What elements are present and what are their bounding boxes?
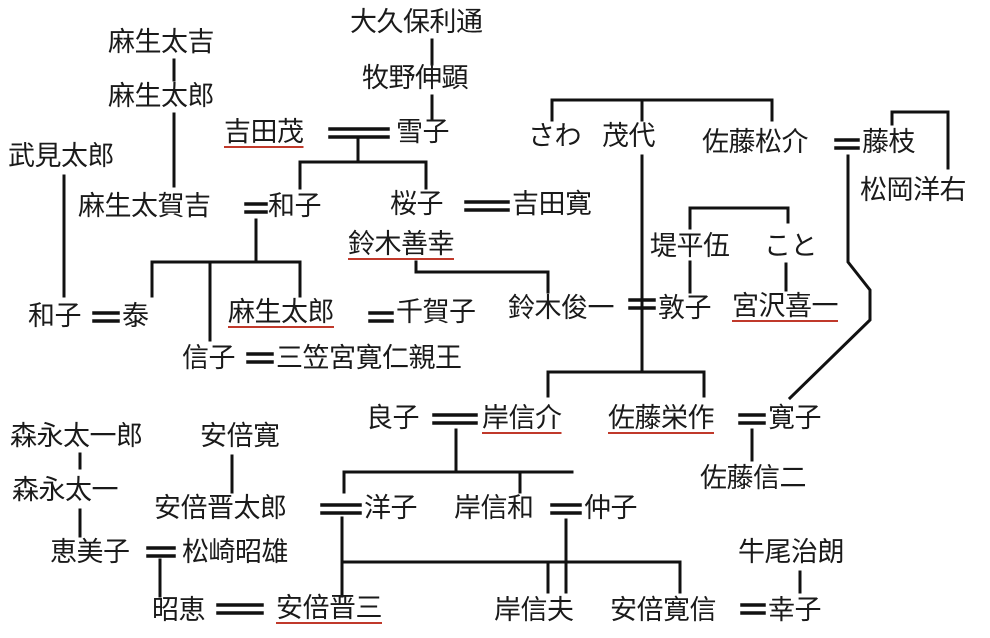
person-yoshida-hiroshi: 吉田寛 [512,189,592,220]
person-sakurako: 桜子 [390,189,444,220]
person-akie: 昭恵 [152,595,206,626]
person-sachiko: 幸子 [768,595,822,626]
person-abe-shintaro: 安倍晋太郎 [154,493,287,524]
person-emiko: 恵美子 [50,537,130,568]
person-morinaga-taichi: 森永太一 [12,475,119,506]
person-matsuoka-yosuke: 松岡洋右 [860,175,967,206]
person-kazuko-takemi: 和子 [28,301,82,332]
person-kishi-nobusuke: 岸信介 [482,403,562,434]
person-tsutsumi-heigo: 堤平伍 [650,231,730,262]
person-aso-takakichi: 麻生太賀吉 [78,191,211,222]
person-kishi-nobukazu: 岸信和 [454,493,534,524]
person-takemi-taro: 武見太郎 [8,141,115,172]
person-nobuko: 信子 [182,343,236,374]
person-suzuki-zenko: 鈴木善幸 [348,229,455,260]
person-aso-taro: 麻生太郎 [228,297,335,328]
person-kazuko-yoshida: 和子 [268,191,322,222]
person-sawa: さわ [528,121,582,152]
person-yoshida-shigeru: 吉田茂 [224,117,304,148]
person-ushio-jiro: 牛尾治朗 [738,537,845,568]
person-abe-kan: 安倍寛 [200,421,280,452]
person-kishi-nobuo: 岸信夫 [494,595,574,626]
line-matsusuke-to-hiroko [787,154,872,401]
person-makino-nobuaki: 牧野伸顕 [362,63,469,94]
person-fujie: 藤枝 [862,127,916,158]
person-chikako: 千賀子 [396,297,476,328]
person-okubo-toshimichi: 大久保利通 [350,7,483,38]
person-sato-eisaku: 佐藤栄作 [608,403,715,434]
person-sato-matsusuke: 佐藤松介 [702,127,809,158]
person-yoshiko: 良子 [366,403,420,434]
person-atsuko: 敦子 [658,293,712,324]
person-yasushi: 泰 [122,301,149,332]
person-nakako: 仲子 [584,493,638,524]
person-shigeyo: 茂代 [602,121,656,152]
person-morinaga-taichiro: 森永太一郎 [10,421,143,452]
person-aso-taro-elder: 麻生太郎 [108,81,215,112]
person-sato-shinji: 佐藤信二 [700,463,807,494]
person-yukiko: 雪子 [396,117,450,148]
person-miyazawa-kiichi: 宮沢喜一 [732,291,839,322]
person-matsuzaki-akio: 松崎昭雄 [182,537,289,568]
person-suzuki-shunichi: 鈴木俊一 [508,293,615,324]
person-abe-shinzo: 安倍晋三 [276,593,383,624]
person-yoko: 洋子 [364,493,418,524]
person-prince-tomohito: 三笠宮寛仁親王 [276,343,462,374]
person-hiroko: 寛子 [768,403,822,434]
person-koto: こと [764,231,818,262]
person-abe-hironobu: 安倍寛信 [610,595,717,626]
person-aso-taikichi: 麻生太吉 [108,27,215,58]
